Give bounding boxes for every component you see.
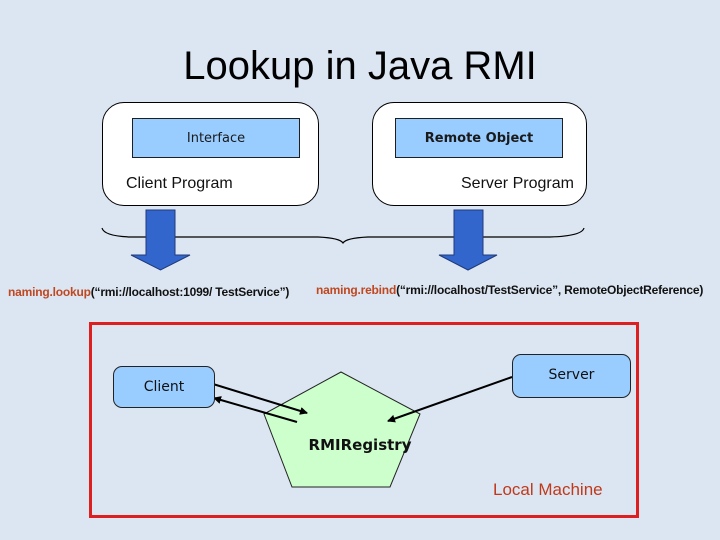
server-node-label: Server xyxy=(548,367,595,383)
interface-box: Interface xyxy=(132,118,300,158)
client-lookup-call: naming.lookup(“rmi://localhost:1099/ Tes… xyxy=(8,285,289,299)
server-to-registry-arrow xyxy=(387,376,513,423)
client-to-registry-arrow xyxy=(212,383,308,415)
remote-object-label: Remote Object xyxy=(424,130,534,146)
server-program-label: Server Program xyxy=(461,175,574,192)
local-machine-frame xyxy=(89,322,639,518)
client-node: Client xyxy=(113,366,215,408)
registry-to-client-arrow xyxy=(213,396,298,423)
rmiregistry-pentagon xyxy=(263,371,421,488)
server-node: Server xyxy=(512,354,631,398)
local-machine-label: Local Machine xyxy=(493,480,603,499)
client-down-arrow-icon xyxy=(130,209,191,271)
server-rebind-call: naming.rebind(“rmi://localhost/TestServi… xyxy=(316,283,703,297)
slide-title: Lookup in Java RMI xyxy=(183,44,537,88)
lookup-function: naming.lookup xyxy=(8,285,91,299)
server-down-arrow-icon xyxy=(438,209,498,271)
curly-brace xyxy=(101,227,585,245)
client-program-label: Client Program xyxy=(126,175,233,192)
rebind-args: (“rmi://localhost/TestService”, RemoteOb… xyxy=(396,283,704,297)
client-node-label: Client xyxy=(143,379,185,395)
rmiregistry-label: RMIRegistry xyxy=(308,436,412,454)
interface-label: Interface xyxy=(186,130,246,146)
remote-object-box: Remote Object xyxy=(395,118,563,158)
lookup-args: (“rmi://localhost:1099/ TestService”) xyxy=(90,285,290,299)
rebind-function: naming.rebind xyxy=(316,283,397,297)
